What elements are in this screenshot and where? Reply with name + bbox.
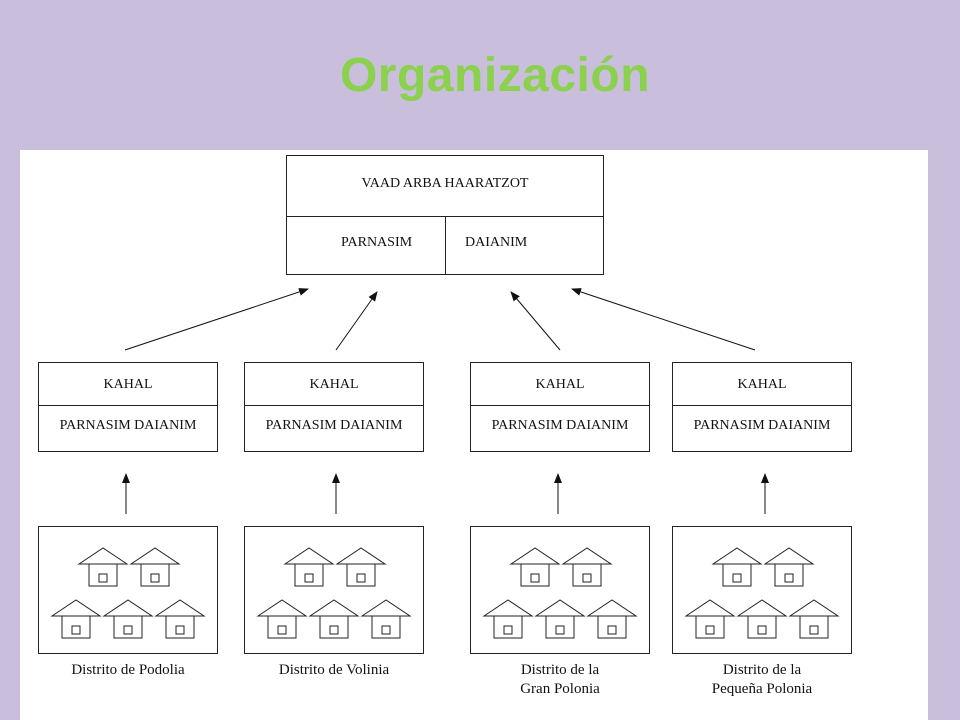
house-icon: [129, 547, 181, 587]
house-icon: [561, 547, 613, 587]
kahal-divider: [673, 405, 851, 406]
kahal-divider: [39, 405, 217, 406]
kahal-box: KAHAL PARNASIM DAIANIM: [470, 362, 650, 452]
house-icon: [283, 547, 335, 587]
house-icon: [763, 547, 815, 587]
vaad-cell-divider: [445, 216, 446, 274]
kahal-box: KAHAL PARNASIM DAIANIM: [244, 362, 424, 452]
house-icon: [256, 599, 308, 639]
vaad-heading: VAAD ARBA HAARATZOT: [361, 176, 529, 191]
house-icon: [50, 599, 102, 639]
district-label-line2: Pequeña Polonia: [711, 681, 813, 697]
district-label: Distrito de la Pequeña Polonia: [662, 661, 862, 699]
kahal-heading: KAHAL: [737, 377, 787, 392]
house-icon: [586, 599, 638, 639]
kahal-sub: PARNASIM DAIANIM: [693, 418, 831, 433]
arrow-kahal1-to-vaad: [124, 288, 309, 351]
house-icon: [308, 599, 360, 639]
kahal-sub: PARNASIM DAIANIM: [491, 418, 629, 433]
diagram-panel: VAAD ARBA HAARATZOT PARNASIM DAIANIM KAH…: [20, 150, 928, 720]
diagram-arrows: [50, 288, 840, 639]
house-icon: [154, 599, 206, 639]
kahal-box: KAHAL PARNASIM DAIANIM: [38, 362, 218, 452]
house-icon: [711, 547, 763, 587]
house-icon: [482, 599, 534, 639]
arrow-kahal2-to-vaad: [335, 291, 378, 351]
district-label: Distrito de la Gran Polonia: [460, 661, 660, 699]
house-icon: [77, 547, 129, 587]
house-icon: [509, 547, 561, 587]
house-icon: [534, 599, 586, 639]
house-icon: [102, 599, 154, 639]
district-label-line2: Gran Polonia: [520, 681, 600, 697]
district-label-line1: Distrito de la: [722, 662, 802, 678]
district-label: Distrito de Volinia: [234, 661, 434, 680]
vaad-box: VAAD ARBA HAARATZOT PARNASIM DAIANIM: [286, 155, 604, 275]
house-icon: [788, 599, 840, 639]
kahal-box: KAHAL PARNASIM DAIANIM: [672, 362, 852, 452]
vaad-daianim: DAIANIM: [465, 235, 528, 250]
house-icon: [335, 547, 387, 587]
kahal-sub: PARNASIM DAIANIM: [59, 418, 197, 433]
kahal-divider: [245, 405, 423, 406]
district-box: [38, 526, 218, 654]
kahal-heading: KAHAL: [103, 377, 153, 392]
house-icon: [360, 599, 412, 639]
slide-title: Organización: [339, 49, 651, 102]
district-box: [672, 526, 852, 654]
kahal-sub: PARNASIM DAIANIM: [265, 418, 403, 433]
house-icon: [684, 599, 736, 639]
district-label-line1: Distrito de la: [520, 662, 600, 678]
kahal-divider: [471, 405, 649, 406]
kahal-heading: KAHAL: [535, 377, 585, 392]
arrow-kahal4-to-vaad: [571, 288, 756, 351]
vaad-parnasim: PARNASIM: [341, 235, 413, 250]
district-label-line1: Distrito de Volinia: [278, 662, 390, 678]
district-label-line1: Distrito de Podolia: [71, 662, 185, 678]
kahal-heading: KAHAL: [309, 377, 359, 392]
district-label: Distrito de Podolia: [28, 661, 228, 680]
district-box: [470, 526, 650, 654]
house-icon: [736, 599, 788, 639]
district-box: [244, 526, 424, 654]
arrow-kahal3-to-vaad: [510, 291, 561, 351]
